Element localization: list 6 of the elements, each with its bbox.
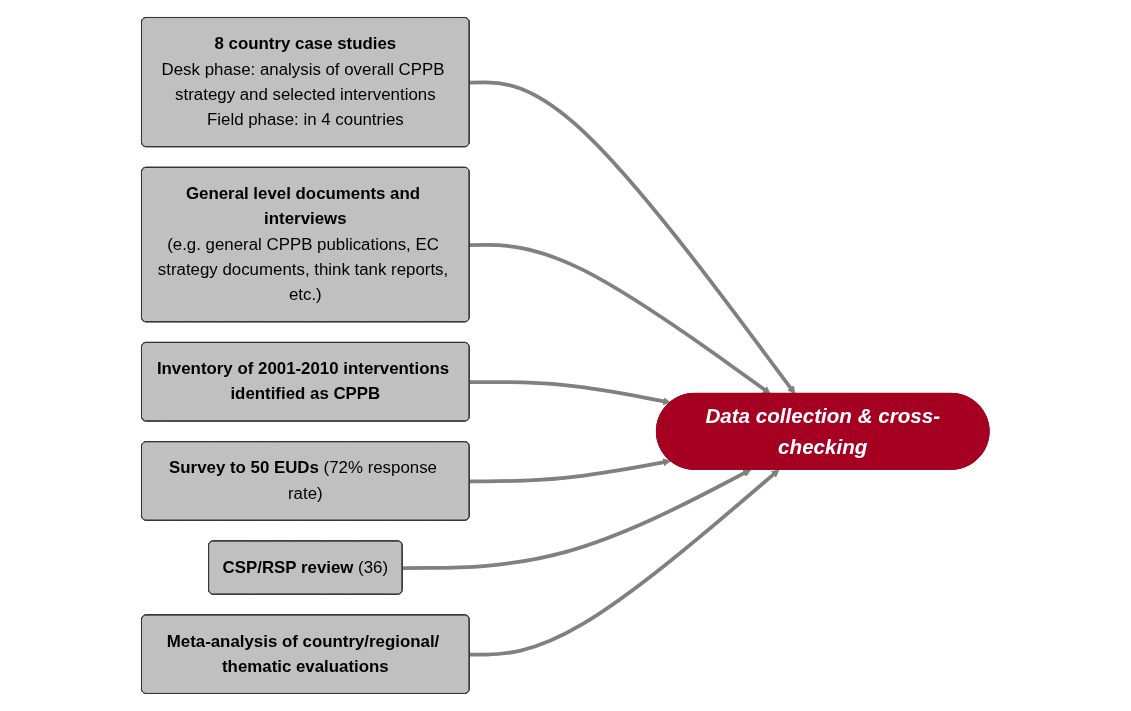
arrow [402,469,752,570]
arrow [469,458,672,484]
arrow [469,380,672,406]
arrow [469,80,796,395]
arrow [469,469,780,657]
arrow [469,243,772,395]
